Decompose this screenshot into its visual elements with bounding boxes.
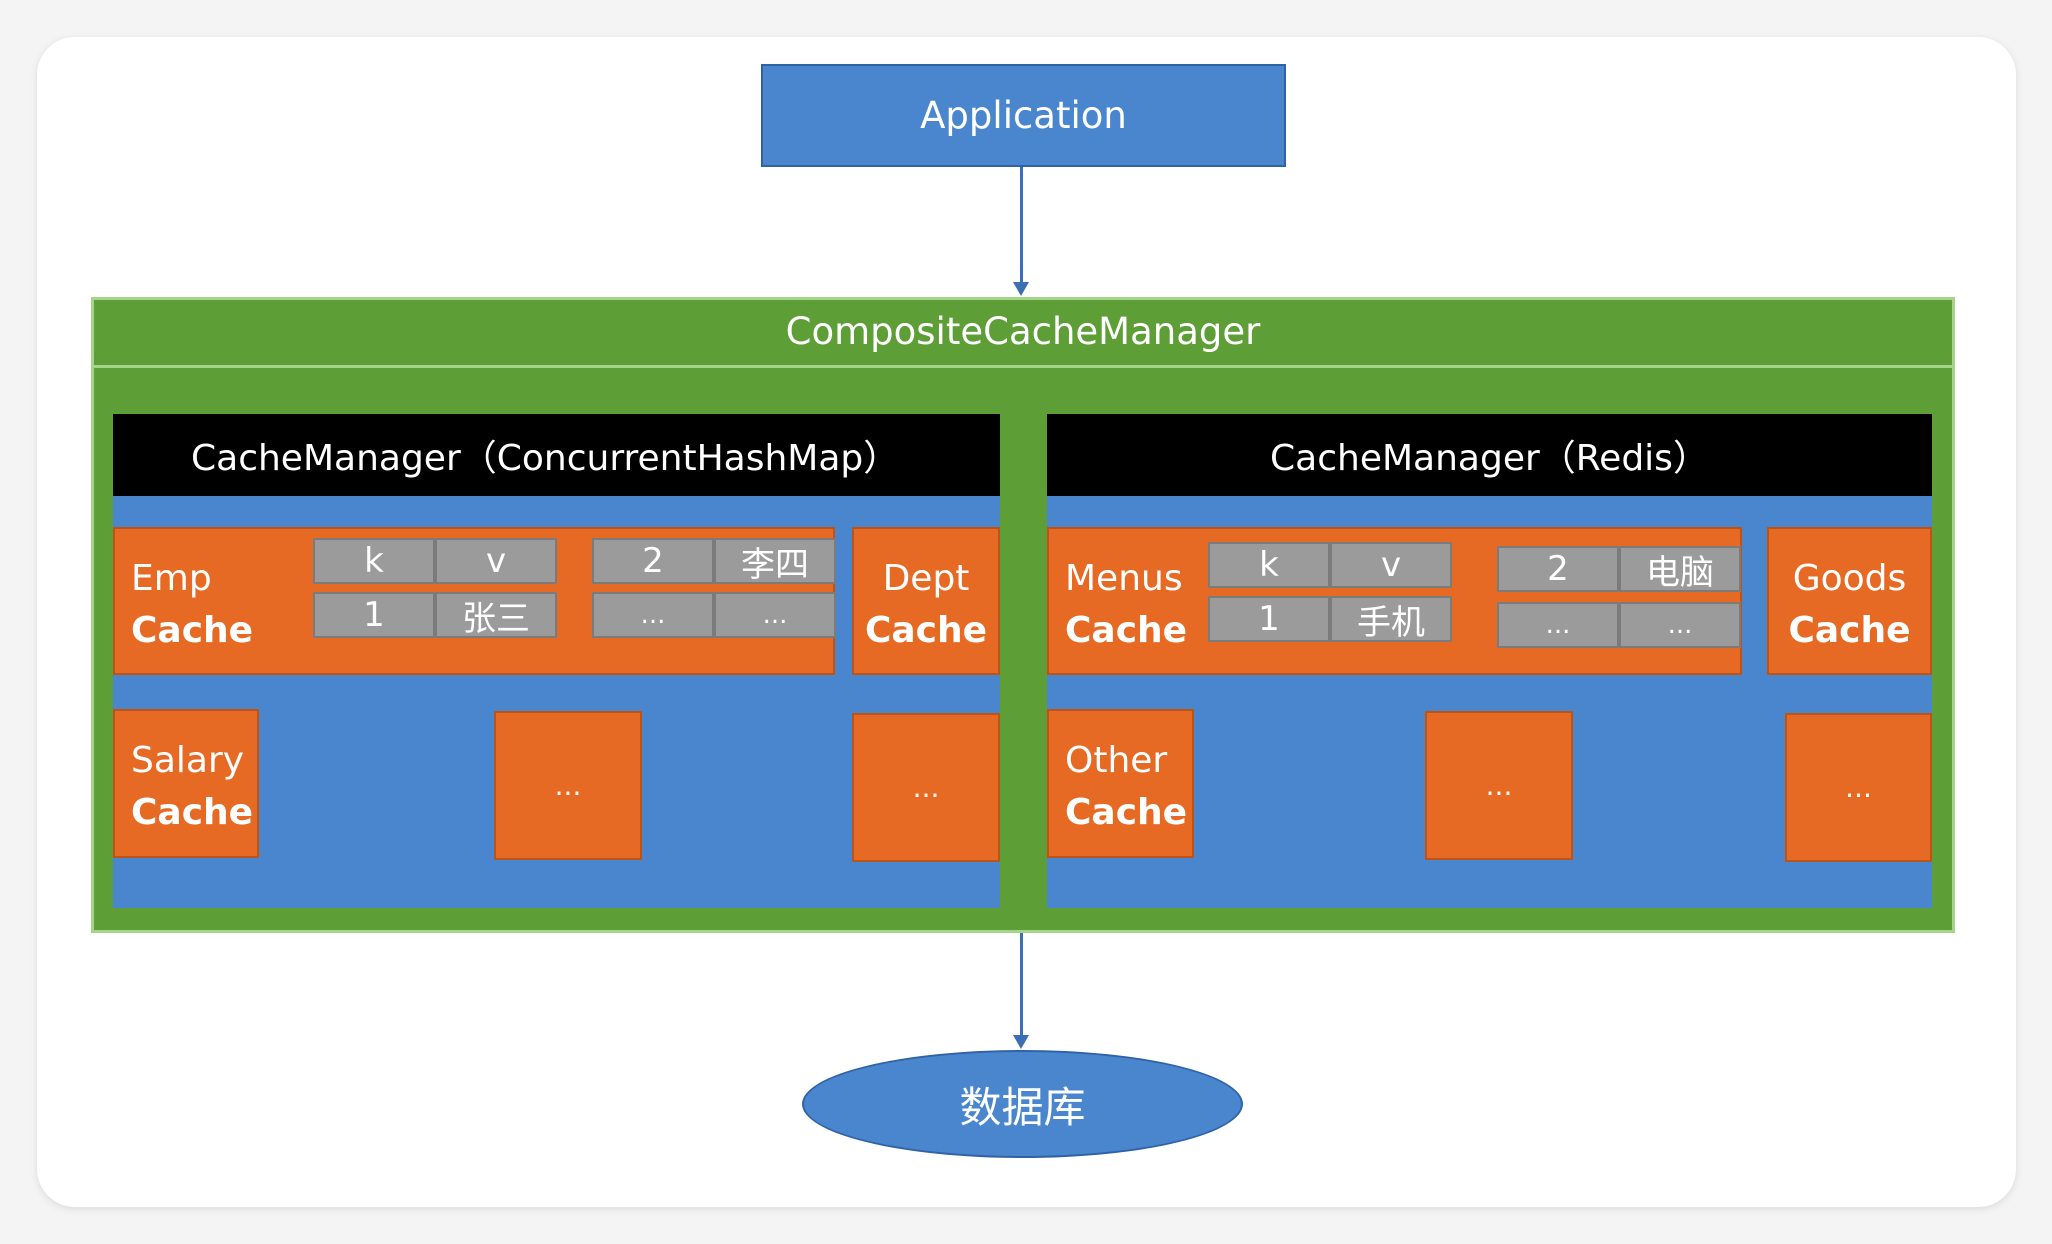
arrow-composite-to-database xyxy=(1020,933,1023,1036)
kv-cell: 电脑 xyxy=(1619,546,1741,593)
goods-cache-line1: Goods xyxy=(1792,558,1907,599)
emp-cache-line1: Emp xyxy=(131,558,212,599)
other-cache: Other Cache xyxy=(1047,709,1194,858)
salary-cache-line2: Cache xyxy=(131,792,254,834)
right-placeholder-cache-middle: ... xyxy=(1425,711,1573,860)
database-label: 数据库 xyxy=(959,1082,1086,1132)
other-cache-line2: Cache xyxy=(1065,792,1188,834)
arrow-app-to-composite-head xyxy=(1013,282,1029,296)
right-placeholder-cache-right: ... xyxy=(1785,713,1932,862)
left-placeholder-cache-right: ... xyxy=(852,713,1000,862)
composite-title: CompositeCacheManager xyxy=(91,297,1955,368)
salary-cache-line1: Salary xyxy=(131,740,245,781)
dept-cache-label: Dept Cache xyxy=(854,529,998,657)
composite-title-text: CompositeCacheManager xyxy=(785,309,1261,353)
application-node: Application xyxy=(761,64,1286,167)
other-cache-line1: Other xyxy=(1065,740,1168,781)
goods-cache: Goods Cache xyxy=(1767,527,1932,675)
goods-cache-line2: Cache xyxy=(1788,610,1911,652)
salary-cache-label: Salary Cache xyxy=(115,711,257,839)
dept-cache: Dept Cache xyxy=(852,527,1000,675)
kv-cell: 张三 xyxy=(435,592,557,639)
kv-cell: ... xyxy=(1619,602,1741,648)
menus-cache-line2: Cache xyxy=(1065,610,1188,652)
arrow-app-to-composite xyxy=(1020,167,1023,283)
kv-cell: k xyxy=(1208,542,1330,588)
emp-cache-line2: Cache xyxy=(131,610,254,652)
dept-cache-line1: Dept xyxy=(882,558,970,599)
menus-cache-label: Menus Cache xyxy=(1049,529,1740,657)
kv-cell: 2 xyxy=(592,538,714,584)
cache-manager-right-header: CacheManager（Redis） xyxy=(1047,414,1932,496)
cache-manager-left-title: CacheManager（ConcurrentHashMap） xyxy=(191,438,900,479)
left-placeholder-cache-middle: ... xyxy=(494,711,642,860)
arrow-composite-to-database-head xyxy=(1013,1035,1029,1049)
kv-cell: 手机 xyxy=(1330,596,1452,643)
kv-cell: 1 xyxy=(1208,596,1330,642)
kv-cell: v xyxy=(1330,542,1452,588)
kv-cell: ... xyxy=(1497,602,1619,648)
salary-cache: Salary Cache xyxy=(113,709,259,858)
kv-cell: k xyxy=(313,538,435,584)
kv-cell: ... xyxy=(592,592,714,638)
menus-cache-line1: Menus xyxy=(1065,558,1183,599)
other-cache-label: Other Cache xyxy=(1049,711,1192,839)
cache-manager-right-title: CacheManager（Redis） xyxy=(1270,438,1709,479)
kv-cell: ... xyxy=(714,592,836,638)
emp-cache-label: Emp Cache xyxy=(115,529,833,657)
kv-cell: 李四 xyxy=(714,538,836,585)
application-label: Application xyxy=(920,94,1127,137)
goods-cache-label: Goods Cache xyxy=(1769,529,1930,657)
kv-cell: v xyxy=(435,538,557,584)
database-node: 数据库 xyxy=(802,1050,1243,1158)
kv-cell: 2 xyxy=(1497,546,1619,592)
dept-cache-line2: Cache xyxy=(864,610,988,652)
kv-cell: 1 xyxy=(313,592,435,638)
cache-manager-left-header: CacheManager（ConcurrentHashMap） xyxy=(113,414,1000,496)
